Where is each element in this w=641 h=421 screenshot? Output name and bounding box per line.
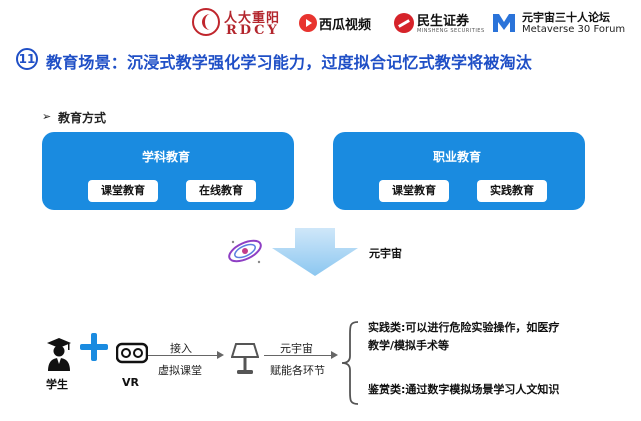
panel-academic-title: 学科教育 bbox=[142, 150, 191, 164]
flow-arrow-2 bbox=[264, 351, 338, 359]
rdcy-logo-english: RDCY bbox=[226, 23, 280, 38]
minsheng-logo-english: MINSHENG SECURITIES bbox=[417, 28, 485, 34]
rdcy-seal-logo bbox=[192, 8, 220, 36]
flow-step1-top: 接入 bbox=[170, 342, 192, 355]
vr-label: VR bbox=[122, 376, 139, 389]
pill-vocational-practice: 实践教育 bbox=[477, 180, 547, 202]
minsheng-logo-icon bbox=[394, 13, 414, 33]
panel-vocational-education bbox=[333, 132, 585, 210]
metaverse-orbit-icon bbox=[228, 239, 262, 264]
down-arrow-icon bbox=[272, 228, 358, 276]
desk-lamp-icon bbox=[231, 343, 259, 374]
metaverse-logo-text: 元宇宙三十人论坛 bbox=[522, 11, 610, 24]
detail-appreciation: 鉴赏类:通过数字模拟场景学习人文知识 bbox=[368, 383, 560, 396]
left-brace bbox=[341, 321, 359, 405]
pill-academic-classroom: 课堂教育 bbox=[88, 180, 158, 202]
section-label: 教育方式 bbox=[58, 111, 107, 125]
metaverse-logo-english: Metaverse 30 Forum bbox=[522, 24, 626, 35]
minsheng-logo-text: 民生证券 bbox=[417, 14, 470, 29]
panel-academic-education bbox=[42, 132, 294, 210]
metaverse-label: 元宇宙 bbox=[369, 247, 402, 260]
detail-practice-line2: 教学/模拟手术等 bbox=[368, 339, 450, 352]
detail-practice-line1: 实践类:可以进行危险实验操作，如医疗 bbox=[368, 321, 560, 334]
pill-academic-online: 在线教育 bbox=[186, 180, 256, 202]
vr-headset-icon bbox=[116, 342, 148, 364]
xigua-play-icon bbox=[299, 14, 317, 32]
logo-bar: 人大重阳 RDCY 西瓜视频 民生证券 MINSHENG SECURITIES … bbox=[190, 6, 633, 40]
rdcy-logo-chinese: 人大重阳 bbox=[224, 11, 281, 26]
page-title: 教育场景：沉浸式教学强化学习能力，过度拟合记忆式教学将被淘汰 bbox=[46, 53, 533, 72]
xigua-logo-text: 西瓜视频 bbox=[319, 18, 372, 33]
flow-step1-bottom: 虚拟课堂 bbox=[158, 364, 202, 377]
bullet-arrow-icon: ➢ bbox=[42, 110, 52, 123]
metaverse-m-icon bbox=[493, 14, 515, 32]
pill-vocational-classroom: 课堂教育 bbox=[379, 180, 449, 202]
student-graduate-icon bbox=[47, 338, 71, 371]
plus-icon bbox=[80, 333, 108, 361]
title-number-badge: 11 bbox=[16, 48, 38, 70]
flow-step2-bottom: 赋能各环节 bbox=[270, 364, 325, 377]
panel-vocational-title: 职业教育 bbox=[433, 150, 482, 164]
student-label: 学生 bbox=[46, 378, 68, 391]
flow-arrow-1 bbox=[148, 351, 224, 359]
flow-step2-top: 元宇宙 bbox=[280, 342, 313, 355]
